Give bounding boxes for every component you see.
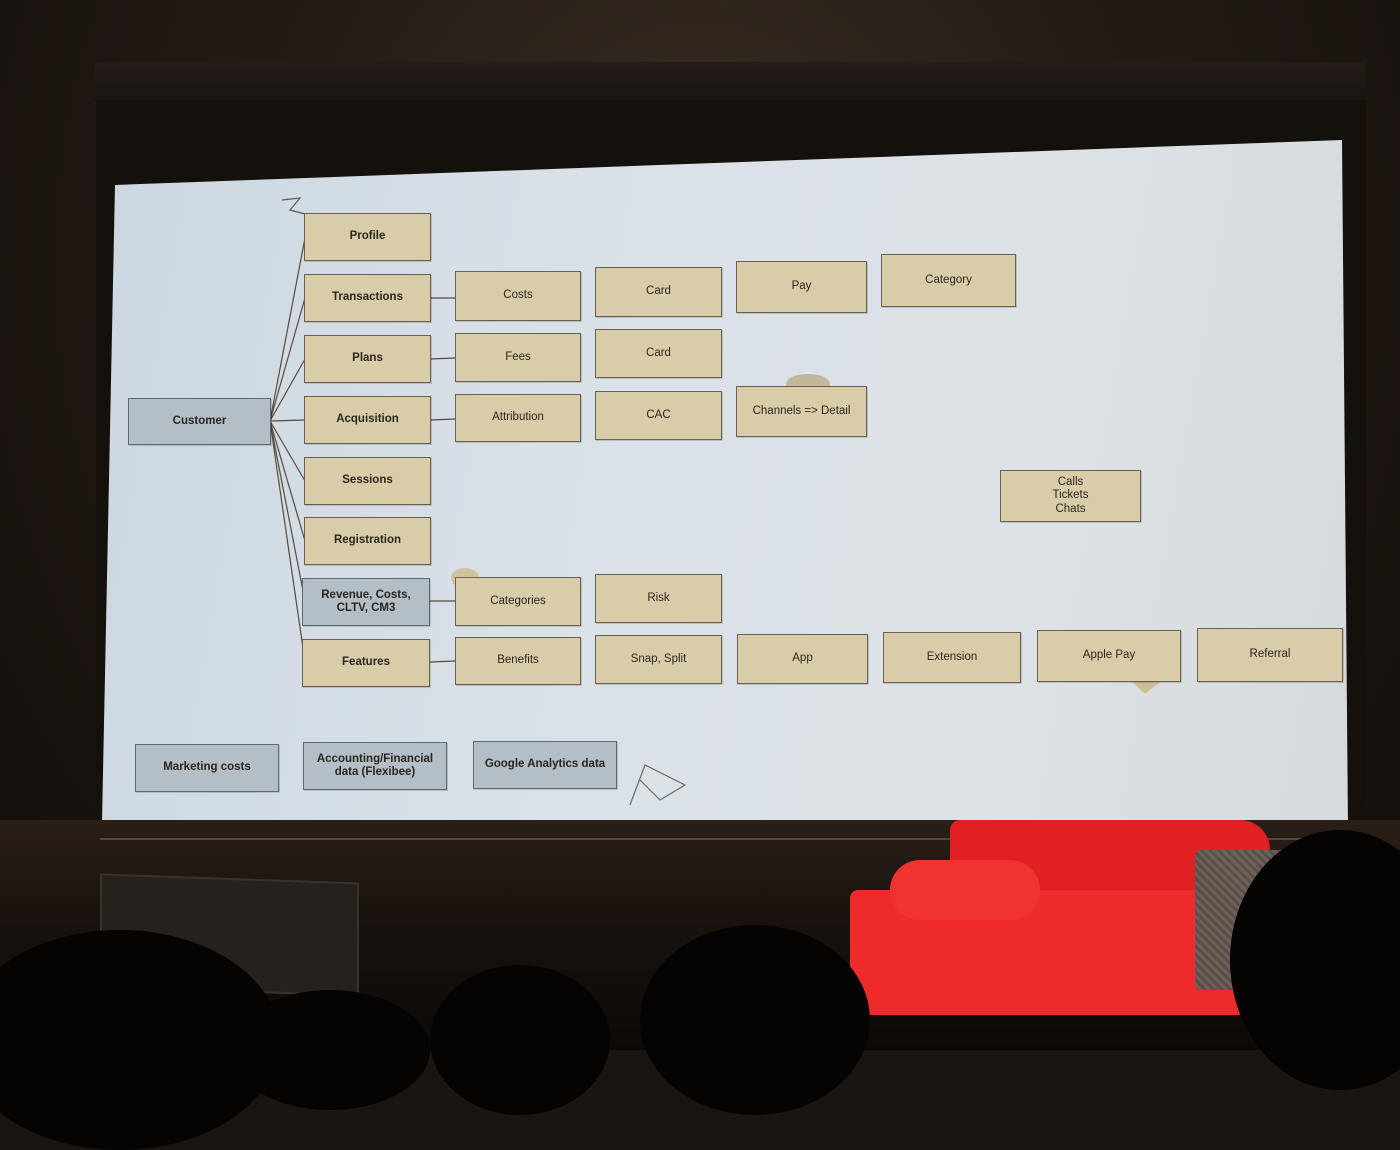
red-sofa xyxy=(850,815,1275,1020)
node-customer: Customer xyxy=(128,398,271,445)
source-google-analytics: Google Analytics data xyxy=(473,741,617,789)
audience-head xyxy=(230,990,430,1110)
node-referral: Referral xyxy=(1197,628,1343,682)
node-sessions: Sessions xyxy=(304,457,431,505)
node-support-channels: Calls Tickets Chats xyxy=(1000,470,1141,522)
ceiling-beam xyxy=(95,62,1365,103)
node-app: App xyxy=(737,634,868,684)
node-profile: Profile xyxy=(304,213,431,261)
node-extension: Extension xyxy=(883,632,1021,683)
node-fees: Fees xyxy=(455,333,581,382)
node-features: Features xyxy=(302,639,430,687)
node-registration: Registration xyxy=(304,517,431,565)
node-pay: Pay xyxy=(736,261,867,313)
sofa-pillow xyxy=(890,860,1040,920)
node-snap-split: Snap, Split xyxy=(595,635,722,684)
node-card-plans: Card xyxy=(595,329,722,378)
node-attribution: Attribution xyxy=(455,394,581,442)
stage-edge xyxy=(100,838,1350,840)
node-acquisition: Acquisition xyxy=(304,396,431,444)
source-marketing-costs: Marketing costs xyxy=(135,744,279,792)
node-revenue-costs: Revenue, Costs, CLTV, CM3 xyxy=(302,578,430,626)
node-categories: Categories xyxy=(455,577,581,626)
audience-head xyxy=(640,925,870,1115)
node-channels-detail: Channels => Detail xyxy=(736,386,867,437)
node-apple-pay: Apple Pay xyxy=(1037,630,1181,682)
node-plans: Plans xyxy=(304,335,431,383)
node-cac: CAC xyxy=(595,391,722,440)
audience-head xyxy=(1230,830,1400,1090)
node-category: Category xyxy=(881,254,1016,307)
node-benefits: Benefits xyxy=(455,637,581,685)
node-transactions: Transactions xyxy=(304,274,431,322)
node-card-transactions: Card xyxy=(595,267,722,317)
node-risk: Risk xyxy=(595,574,722,623)
source-accounting-financial: Accounting/Financial data (Flexibee) xyxy=(303,742,447,790)
node-costs: Costs xyxy=(455,271,581,321)
audience-head xyxy=(430,965,610,1115)
